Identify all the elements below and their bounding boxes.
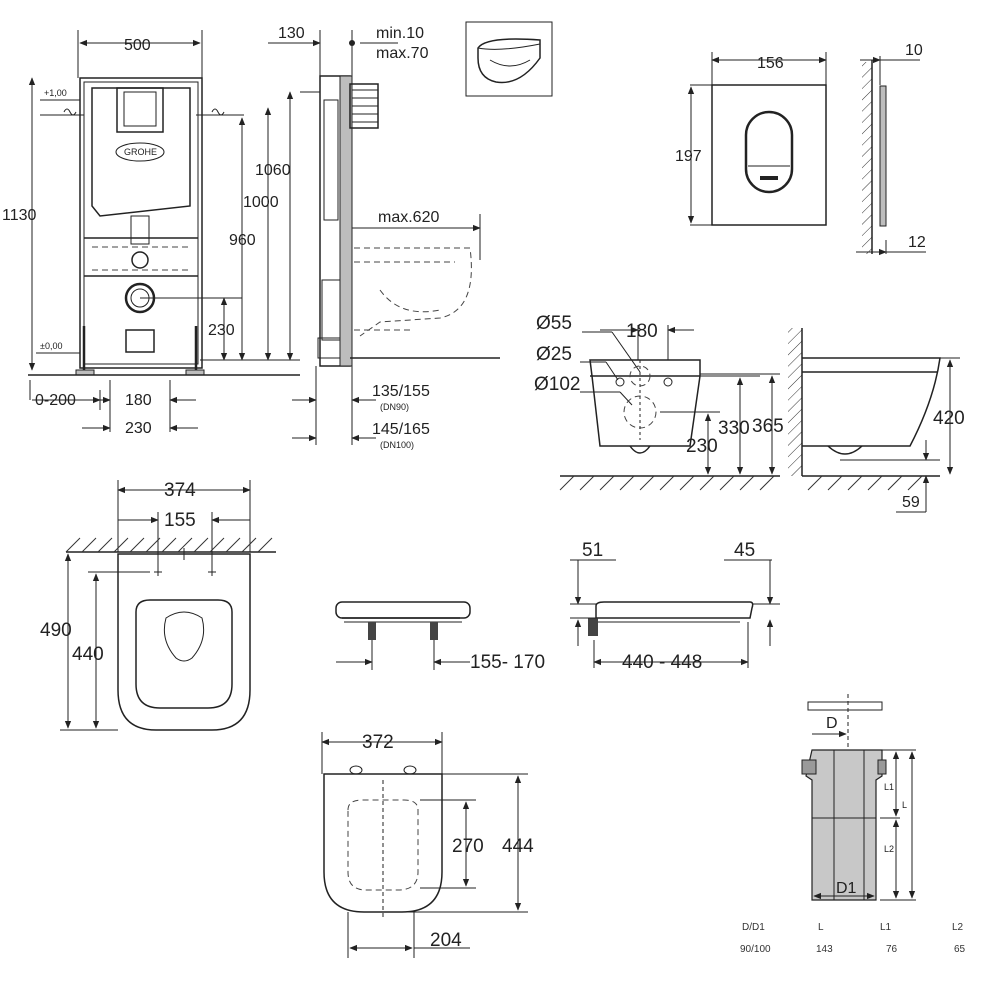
bowl-height-420-label: 420 [933, 408, 965, 429]
bowl-height-365-label: 365 [752, 416, 784, 437]
table-header-l: L [818, 922, 824, 933]
depth-130-label: 130 [278, 25, 305, 42]
plate-height-label: 197 [675, 148, 702, 165]
pipe-l2-label: L2 [884, 844, 894, 854]
table-cell-l: 143 [816, 944, 833, 955]
depth-135-label: 135/155 [372, 383, 430, 400]
seat-inner-270-label: 270 [452, 836, 484, 857]
brand-logo-text: GROHE [124, 147, 157, 157]
bowl-top-view: 374 155 490 440 [40, 480, 276, 731]
seat-range2-label: 440 - 448 [622, 652, 702, 673]
min-label: min.10 [376, 25, 424, 42]
seat-depth-51-label: 51 [582, 540, 603, 561]
max-label: max.70 [376, 45, 429, 62]
bowl-height-330-label: 330 [718, 418, 750, 439]
offset-label: 0-200 [35, 392, 76, 409]
frame-front-view: 500 GROHE +1,00 ± [2, 30, 300, 437]
seat-depth-45-label: 45 [734, 540, 755, 561]
level-zero-label: ±0,00 [40, 341, 62, 351]
dn90-label: (DN90) [380, 402, 409, 412]
height-1000-label: 1000 [243, 194, 279, 211]
table-cell-d: 90/100 [740, 944, 771, 955]
seat-side-view-1: 155- 170 [335, 601, 545, 673]
bowl-width-374-label: 374 [164, 480, 196, 501]
frame-side-view: 130 min.10 max.70 max.620 [268, 25, 500, 450]
pipe-d1-label: D1 [836, 880, 857, 897]
pipe-l-label: L [902, 800, 907, 810]
table-header-l2: L2 [952, 922, 964, 933]
pipe-d-label: D [826, 715, 838, 732]
plate-depth2-label: 12 [908, 234, 926, 251]
max-reach-label: max.620 [378, 209, 439, 226]
dn100-label: (DN100) [380, 440, 414, 450]
bowl-length-440-label: 440 [72, 644, 104, 665]
spacing-180-label: 180 [626, 321, 658, 342]
bowl-width-155-label: 155 [164, 510, 196, 531]
height-1060-label: 1060 [255, 162, 291, 179]
width-230-label: 230 [125, 420, 152, 437]
seat-side-view-2: 51 45 440 - 448 [570, 540, 780, 673]
seat-width-372-label: 372 [362, 732, 394, 753]
seat-range1-label: 155- 170 [470, 652, 545, 673]
bowl-length-490-label: 490 [40, 620, 72, 641]
dia55-label: Ø55 [536, 313, 572, 334]
pipe-connector-view: D D1 L1 L2 L D/D1 L L1 L2 90/100 143 76 … [740, 694, 966, 955]
table-header-l1: L1 [880, 922, 892, 933]
dia25-label: Ø25 [536, 344, 572, 365]
seat-length-444-label: 444 [502, 836, 534, 857]
depth-145-label: 145/165 [372, 421, 430, 438]
bowl-front-view: Ø55 Ø25 Ø102 180 [534, 313, 784, 491]
bowl-height-230-label: 230 [686, 436, 718, 457]
plate-width-label: 156 [757, 55, 784, 72]
flush-plate-view: 156 197 10 12 [675, 42, 926, 256]
dia102-label: Ø102 [534, 374, 580, 395]
height-59-label: 59 [902, 494, 920, 511]
height-960-label: 960 [229, 232, 256, 249]
toilet-thumbnail [465, 21, 553, 97]
frame-width-label: 500 [124, 37, 151, 54]
seat-width-204-label: 204 [430, 930, 462, 951]
bowl-side-view: 420 59 [788, 328, 965, 513]
level-plus-label: +1,00 [44, 88, 67, 98]
table-header-d: D/D1 [742, 922, 765, 933]
pipe-l1-label: L1 [884, 782, 894, 792]
seat-top-view: 372 270 444 204 [321, 732, 534, 958]
table-cell-l2: 65 [954, 944, 966, 955]
plate-depth1-label: 10 [905, 42, 923, 59]
height-230-label: 230 [208, 322, 235, 339]
table-cell-l1: 76 [886, 944, 898, 955]
frame-height-label: 1130 [2, 207, 37, 224]
width-180-label: 180 [125, 392, 152, 409]
